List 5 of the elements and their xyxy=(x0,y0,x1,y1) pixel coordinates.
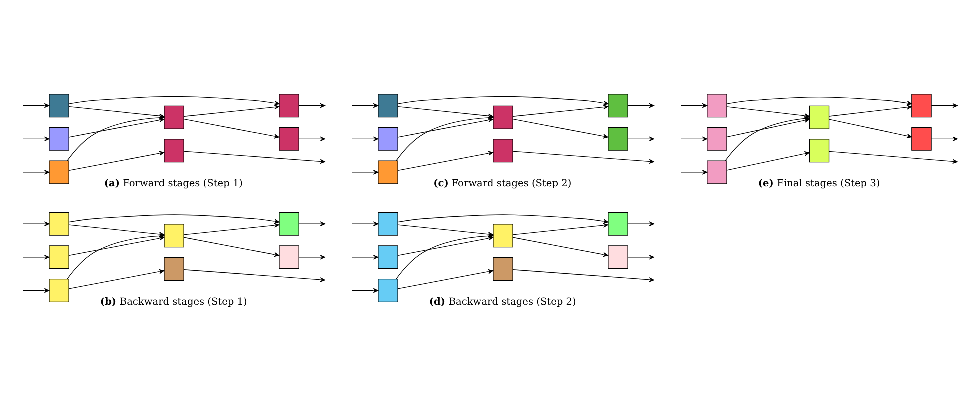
label: (c) Forward stages (Step 2) xyxy=(433,178,572,190)
label: (d) Backward stages (Step 2) xyxy=(428,296,576,308)
label: (e) Final stages (Step 3) xyxy=(758,178,880,190)
label: (a) Forward stages (Step 1) xyxy=(104,178,243,190)
label: (b) Backward stages (Step 1) xyxy=(100,296,247,308)
